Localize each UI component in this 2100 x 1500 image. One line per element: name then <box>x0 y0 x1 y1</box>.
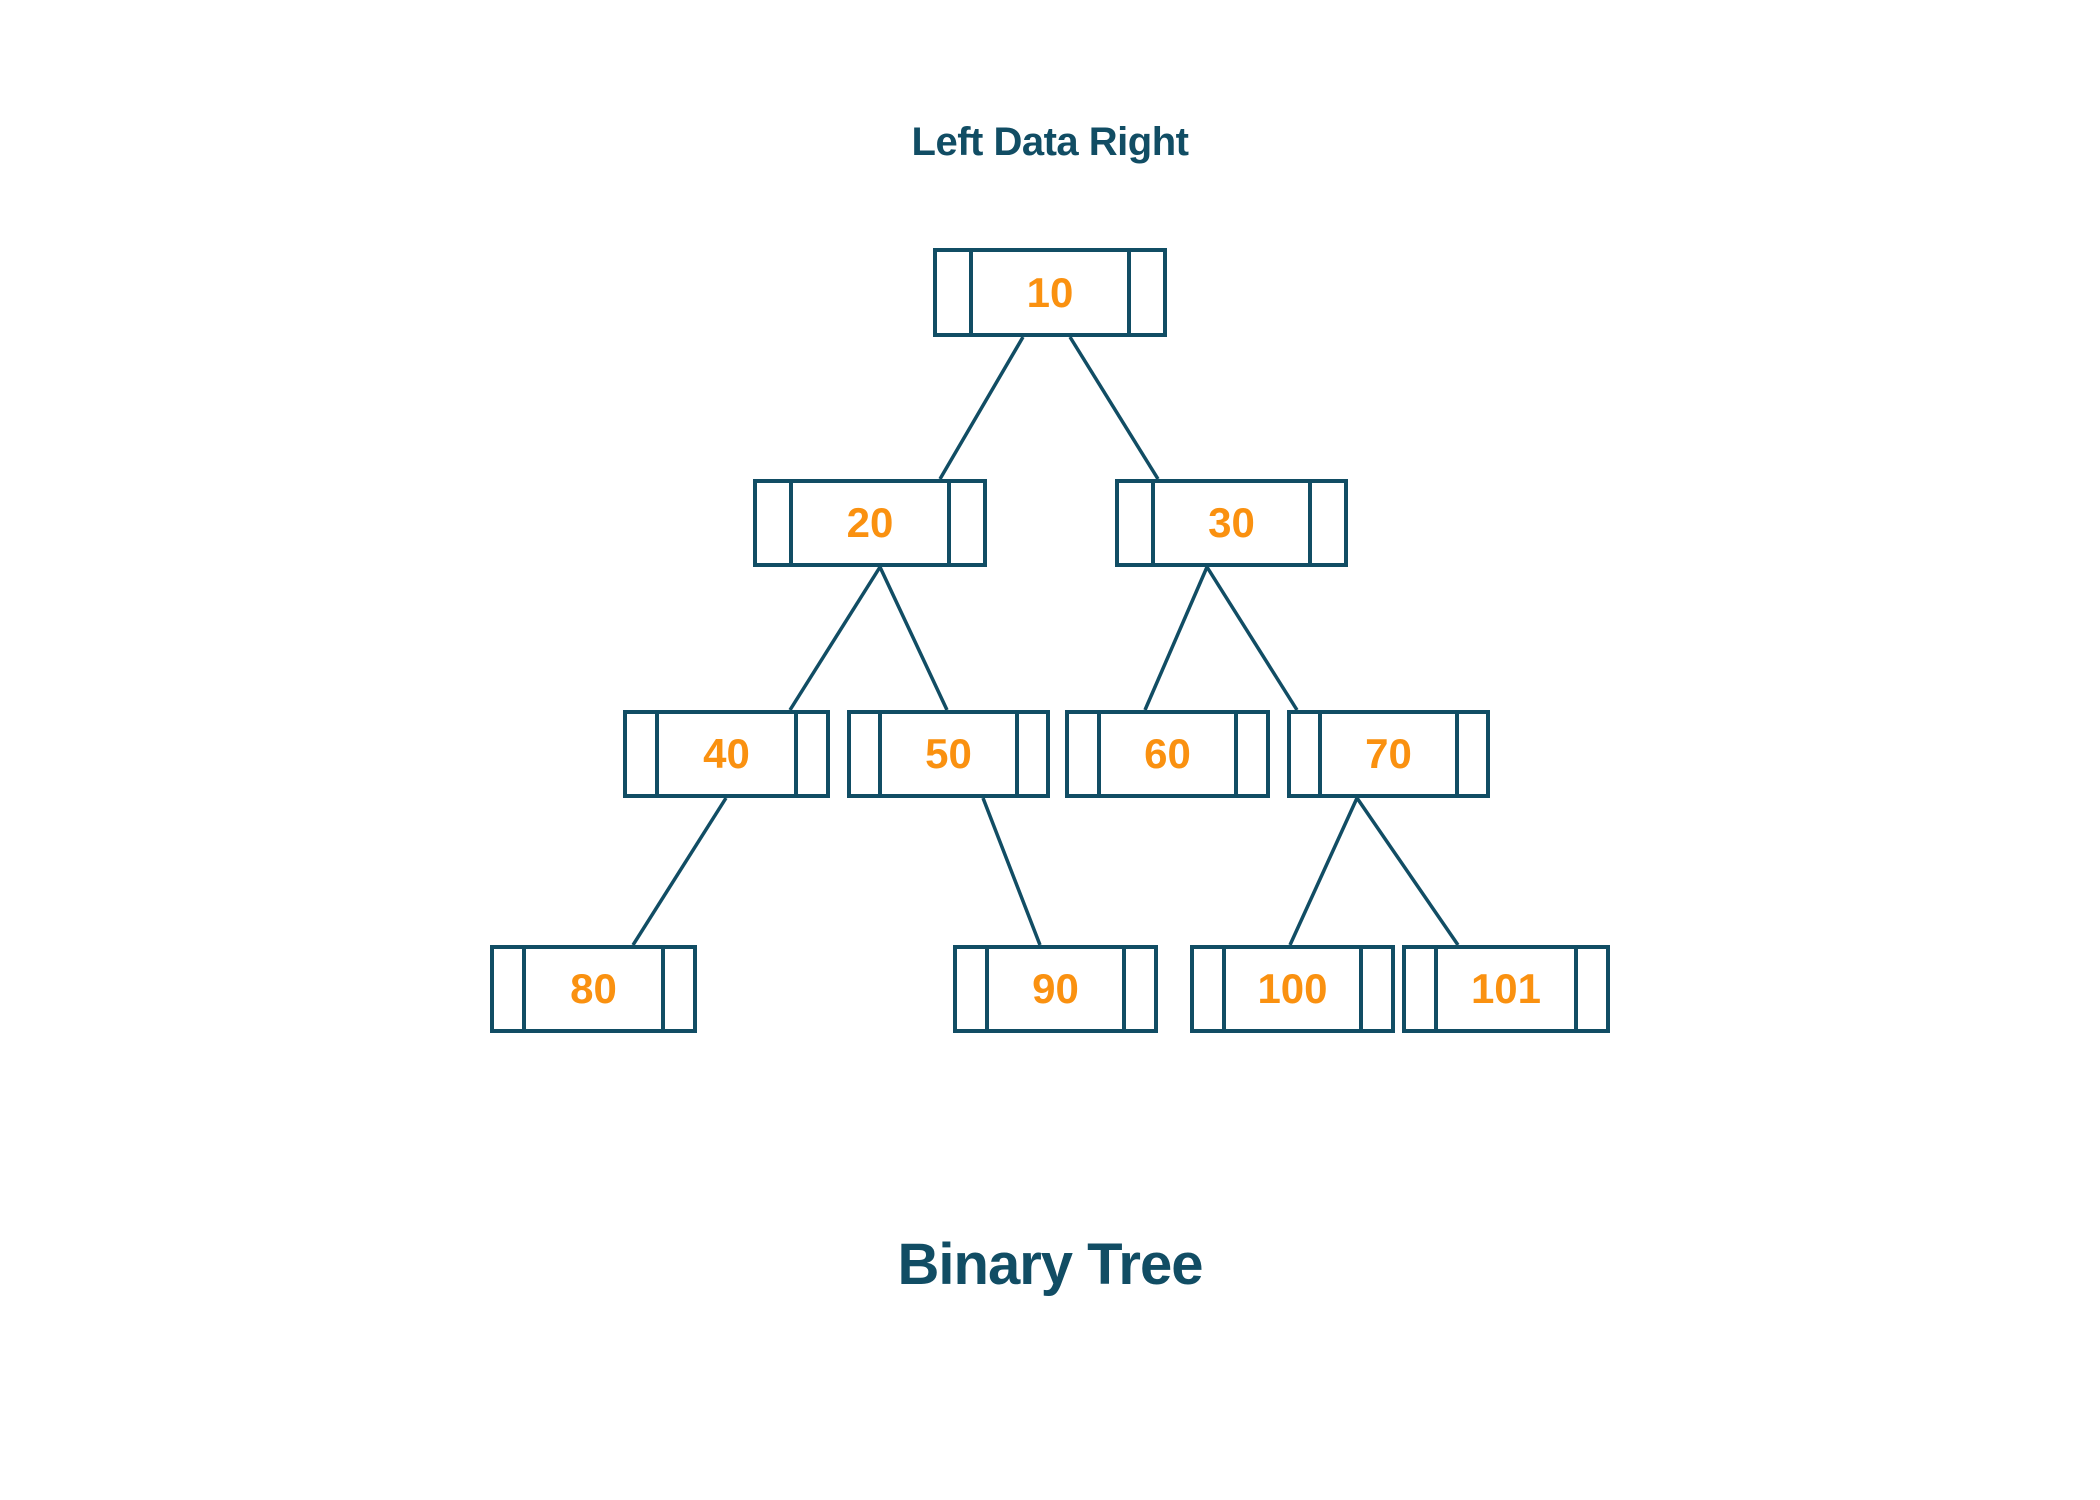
node-value: 40 <box>703 730 750 777</box>
node-left-pointer-cell <box>1119 483 1155 563</box>
node-left-pointer-cell <box>494 949 526 1029</box>
node-value: 50 <box>925 730 972 777</box>
edge-70-100 <box>1288 797 1359 946</box>
tree-node-100: 100 <box>1190 945 1395 1033</box>
tree-node-30: 30 <box>1115 479 1348 567</box>
edge-20-40 <box>788 566 882 711</box>
edge-40-80 <box>631 797 728 946</box>
node-left-pointer-cell <box>937 252 974 333</box>
bottom-title: Binary Tree <box>897 1232 1204 1297</box>
node-value: 101 <box>1470 965 1542 1012</box>
tree-node-70: 70 <box>1287 710 1490 798</box>
node-left-pointer-cell <box>1406 949 1438 1029</box>
top-title: Left Data Right <box>911 120 1189 164</box>
tree-node-90: 90 <box>953 945 1158 1033</box>
edge-70-101 <box>1355 797 1460 946</box>
node-left-pointer-cell <box>851 714 883 794</box>
node-right-pointer-cell <box>1122 949 1154 1029</box>
node-value: 70 <box>1365 730 1412 777</box>
edge-10-20 <box>938 336 1025 480</box>
tree-node-40: 40 <box>623 710 830 798</box>
node-right-pointer-cell <box>1234 714 1266 794</box>
edge-30-70 <box>1205 566 1299 711</box>
edge-10-30 <box>1068 336 1160 480</box>
node-right-pointer-cell <box>1359 949 1391 1029</box>
node-left-pointer-cell <box>957 949 989 1029</box>
node-right-pointer-cell <box>1014 714 1046 794</box>
edge-20-50 <box>878 566 949 711</box>
node-right-pointer-cell <box>1126 252 1163 333</box>
tree-node-10: 10 <box>933 248 1167 337</box>
node-value: 80 <box>570 965 617 1012</box>
node-value: 100 <box>1257 965 1328 1012</box>
node-right-pointer-cell <box>946 483 983 563</box>
tree-node-101: 101 <box>1402 945 1610 1033</box>
node-value: 10 <box>1026 268 1074 316</box>
edge-50-90 <box>981 797 1042 946</box>
node-left-pointer-cell <box>1194 949 1226 1029</box>
tree-node-80: 80 <box>490 945 697 1033</box>
node-left-pointer-cell <box>1069 714 1101 794</box>
node-right-pointer-cell <box>794 714 826 794</box>
edge-30-60 <box>1143 566 1209 711</box>
node-right-pointer-cell <box>1574 949 1606 1029</box>
tree-node-20: 20 <box>753 479 987 567</box>
node-value: 20 <box>846 499 894 546</box>
node-right-pointer-cell <box>661 949 693 1029</box>
tree-node-60: 60 <box>1065 710 1270 798</box>
node-value: 30 <box>1208 499 1255 546</box>
node-left-pointer-cell <box>627 714 659 794</box>
node-left-pointer-cell <box>757 483 794 563</box>
node-right-pointer-cell <box>1308 483 1344 563</box>
tree-node-50: 50 <box>847 710 1050 798</box>
node-right-pointer-cell <box>1454 714 1486 794</box>
node-value: 90 <box>1032 965 1079 1012</box>
node-left-pointer-cell <box>1291 714 1323 794</box>
node-value: 60 <box>1144 730 1191 777</box>
